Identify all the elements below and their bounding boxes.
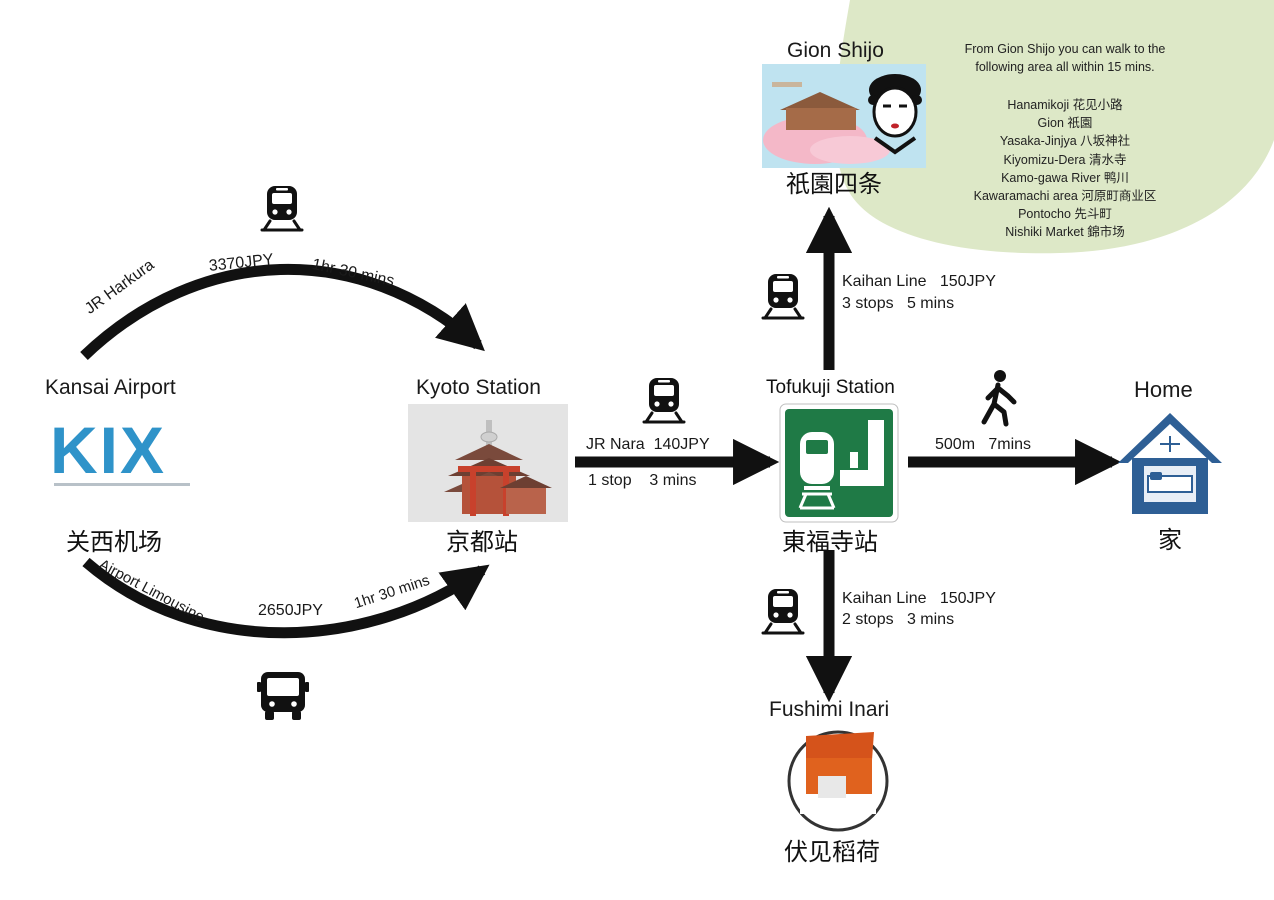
keihan-south-time-label: 3 mins bbox=[906, 611, 955, 628]
gion-shijo-name: Gion Shijo bbox=[787, 39, 884, 62]
arrow-jr-haruka bbox=[80, 264, 485, 360]
gion-note-bubble bbox=[835, 0, 1274, 254]
gion-note-line-2: following area all within 15 mins. bbox=[975, 60, 1155, 74]
kix-logo: KIX bbox=[50, 413, 167, 487]
gion-area-item: Yasaka-Jinjya 八坂神社 bbox=[999, 134, 1131, 149]
walk-distance-label: 500m bbox=[935, 436, 976, 453]
train-icon bbox=[642, 376, 686, 424]
fushimi-inari-badge bbox=[787, 730, 889, 832]
train-icon bbox=[260, 184, 304, 232]
kyoto-station-picture bbox=[408, 404, 568, 522]
gion-area-item: Kawaramachi area 河原町商业区 bbox=[973, 189, 1157, 204]
gion-area-item: Nishiki Market 錦市场 bbox=[1005, 225, 1125, 240]
gion-walkable-areas: Hanamikoji 花见小路 Gion 祇園 Yasaka-Jinjya 八坂… bbox=[930, 96, 1200, 242]
gion-note-line-1: From Gion Shijo you can walk to the bbox=[964, 42, 1166, 56]
tofukuji-station-name: Tofukuji Station bbox=[766, 377, 895, 398]
gion-area-item: Hanamikoji 花见小路 bbox=[1007, 98, 1123, 112]
kansai-airport-name: Kansai Airport bbox=[45, 376, 176, 399]
gion-shijo-name-cn: 祇園四条 bbox=[786, 170, 882, 198]
kyoto-station-name: Kyoto Station bbox=[416, 376, 541, 399]
jr-nara-stops-label: 1 stop bbox=[588, 472, 632, 489]
gion-area-item: Pontocho 先斗町 bbox=[1018, 207, 1112, 222]
keihan-north-stops-label: 3 stops bbox=[842, 295, 894, 312]
kansai-airport-name-cn: 关西机场 bbox=[66, 528, 162, 556]
keihan-north-time-label: 5 mins bbox=[906, 295, 955, 312]
keihan-north-price-label: 150JPY bbox=[939, 273, 996, 290]
bus-icon bbox=[257, 672, 309, 720]
tofukuji-station-name-cn: 東福寺站 bbox=[782, 528, 878, 556]
jr-nara-price-label: 140JPY bbox=[653, 436, 710, 453]
jr-nara-time-label: 3 mins bbox=[649, 472, 697, 489]
train-icon bbox=[761, 587, 805, 635]
keihan-south-stops-label: 2 stops bbox=[842, 611, 894, 628]
home-name: Home bbox=[1134, 377, 1193, 402]
keihan-north-line-label: Kaihan Line bbox=[842, 273, 927, 290]
gion-area-item: Kamo-gawa River 鸭川 bbox=[1001, 170, 1129, 185]
keihan-south-price-label: 150JPY bbox=[939, 590, 996, 607]
gion-picture bbox=[762, 64, 926, 168]
home-name-cn: 家 bbox=[1158, 526, 1182, 554]
keihan-south-line-label: Kaihan Line bbox=[842, 590, 927, 607]
jr-nara-line-label: JR Nara bbox=[586, 436, 645, 453]
gion-area-item: Gion 祇園 bbox=[1037, 116, 1093, 131]
kyoto-station-name-cn: 京都站 bbox=[446, 528, 518, 556]
fushimi-inari-name-cn: 伏见稻荷 bbox=[784, 838, 880, 866]
fushimi-inari-name: Fushimi Inari bbox=[769, 698, 890, 721]
home-house-icon bbox=[1118, 413, 1222, 514]
walk-time-label: 7mins bbox=[988, 436, 1032, 453]
train-icon bbox=[761, 272, 805, 320]
limousine-price-label: 2650JPY bbox=[258, 602, 323, 619]
walking-person-icon bbox=[981, 370, 1017, 427]
arrow-airport-limousine bbox=[82, 557, 490, 639]
tofukuji-station-sign bbox=[779, 403, 899, 523]
kix-logo-fineprint bbox=[54, 483, 190, 486]
gion-area-item: Kiyomizu-Dera 清水寺 bbox=[1003, 152, 1127, 167]
